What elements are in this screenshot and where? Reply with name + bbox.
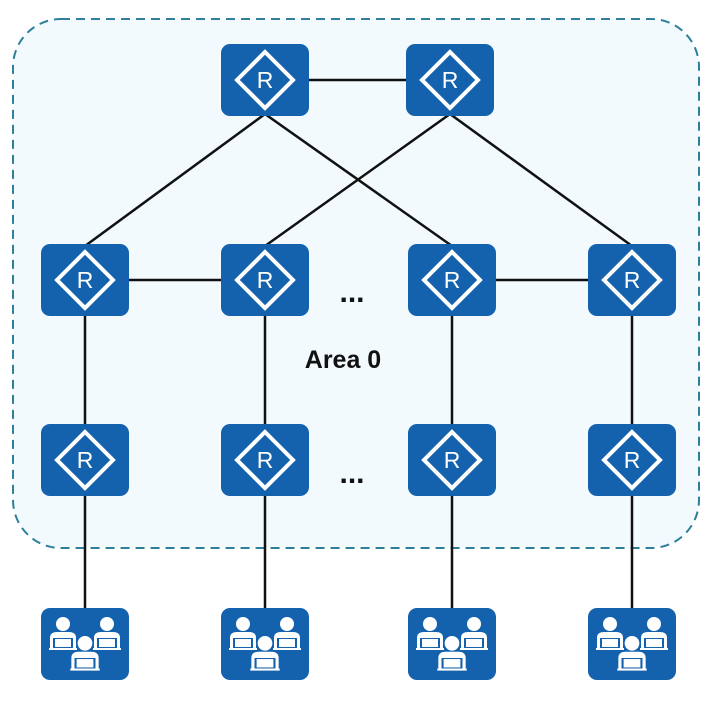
router-box (406, 44, 494, 116)
area-0-boundary (12, 18, 700, 549)
router-acc-2[interactable]: R (221, 424, 309, 496)
router-label: R (442, 67, 459, 93)
link-core-2-dist-2 (264, 112, 451, 248)
link-core-2-dist-4 (449, 112, 633, 248)
router-dist-4[interactable]: R (588, 244, 676, 316)
user-group-users-3[interactable] (408, 608, 496, 680)
router-label: R (257, 447, 274, 473)
router-icon (601, 249, 663, 311)
users-workstation-icon (229, 617, 301, 671)
distribution-ellipsis: ... (339, 276, 364, 309)
router-dist-2[interactable]: R (221, 244, 309, 316)
router-core-2[interactable]: R (406, 44, 494, 116)
users-workstation-icon (416, 617, 488, 671)
router-dist-3[interactable]: R (408, 244, 496, 316)
router-icon (234, 49, 296, 111)
nodes-layer: R R R R R R R R R R (41, 44, 676, 680)
router-box (408, 424, 496, 496)
router-box (588, 424, 676, 496)
router-box (588, 244, 676, 316)
router-box (41, 424, 129, 496)
router-label: R (77, 267, 94, 293)
router-core-1[interactable]: R (221, 44, 309, 116)
router-box (41, 244, 129, 316)
router-icon (419, 49, 481, 111)
user-group-users-4[interactable] (588, 608, 676, 680)
router-label: R (624, 447, 641, 473)
router-icon (234, 429, 296, 491)
router-acc-4[interactable]: R (588, 424, 676, 496)
router-dist-1[interactable]: R (41, 244, 129, 316)
router-label: R (444, 267, 461, 293)
router-icon (54, 429, 116, 491)
router-box (221, 424, 309, 496)
user-group-users-1[interactable] (41, 608, 129, 680)
router-label: R (624, 267, 641, 293)
router-acc-3[interactable]: R (408, 424, 496, 496)
router-box (408, 244, 496, 316)
user-group-users-2[interactable] (221, 608, 309, 680)
router-label: R (77, 447, 94, 473)
router-box (221, 244, 309, 316)
access-ellipsis: ... (339, 457, 364, 490)
router-icon (421, 249, 483, 311)
router-icon (601, 429, 663, 491)
router-icon (421, 429, 483, 491)
area-label: Area 0 (305, 346, 381, 374)
users-workstation-icon (49, 617, 121, 671)
router-icon (54, 249, 116, 311)
router-acc-1[interactable]: R (41, 424, 129, 496)
router-icon (234, 249, 296, 311)
router-label: R (257, 67, 274, 93)
link-core-1-dist-1 (84, 112, 266, 248)
router-box (221, 44, 309, 116)
router-label: R (257, 267, 274, 293)
router-label: R (444, 447, 461, 473)
users-workstation-icon (596, 617, 668, 671)
